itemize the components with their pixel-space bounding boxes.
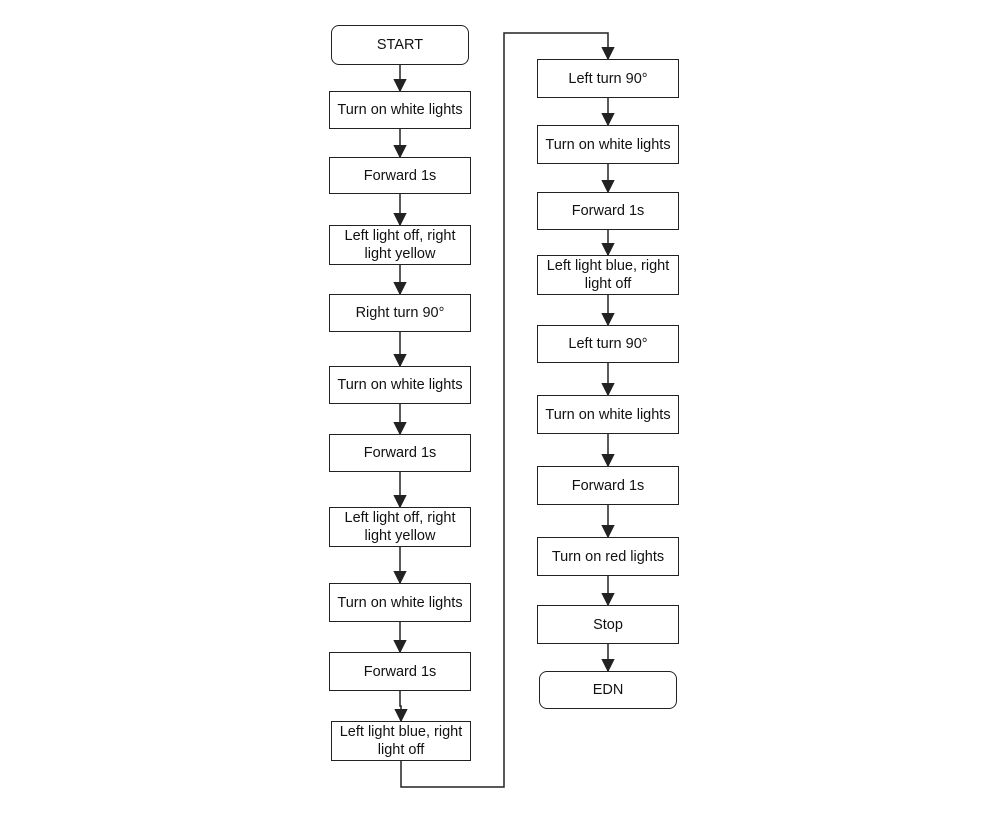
process-node-right-5: Left turn 90° bbox=[537, 325, 679, 363]
process-node-right-1: Left turn 90° bbox=[537, 59, 679, 98]
terminal-node-left-1: START bbox=[331, 25, 469, 65]
process-node-left-4: Left light off, right light yellow bbox=[329, 225, 471, 265]
arrow-left-column-to-right-column bbox=[400, 32, 615, 788]
process-node-left-10: Forward 1s bbox=[329, 652, 471, 691]
process-node-right-3: Forward 1s bbox=[537, 192, 679, 230]
process-node-right-2: Turn on white lights bbox=[537, 125, 679, 164]
process-node-right-8: Turn on red lights bbox=[537, 537, 679, 576]
process-node-right-6: Turn on white lights bbox=[537, 395, 679, 434]
process-node-right-9: Stop bbox=[537, 605, 679, 644]
process-node-left-3: Forward 1s bbox=[329, 157, 471, 194]
arrow-left-10-to-11 bbox=[394, 691, 408, 723]
process-node-right-7: Forward 1s bbox=[537, 466, 679, 505]
process-node-left-9: Turn on white lights bbox=[329, 583, 471, 622]
terminal-node-right-10: EDN bbox=[539, 671, 677, 709]
process-node-left-7: Forward 1s bbox=[329, 434, 471, 472]
process-node-right-4: Left light blue, right light off bbox=[537, 255, 679, 295]
process-node-left-6: Turn on white lights bbox=[329, 366, 471, 404]
process-node-left-11: Left light blue, right light off bbox=[331, 721, 471, 761]
process-node-left-2: Turn on white lights bbox=[329, 91, 471, 129]
process-node-left-5: Right turn 90° bbox=[329, 294, 471, 332]
process-node-left-8: Left light off, right light yellow bbox=[329, 507, 471, 547]
